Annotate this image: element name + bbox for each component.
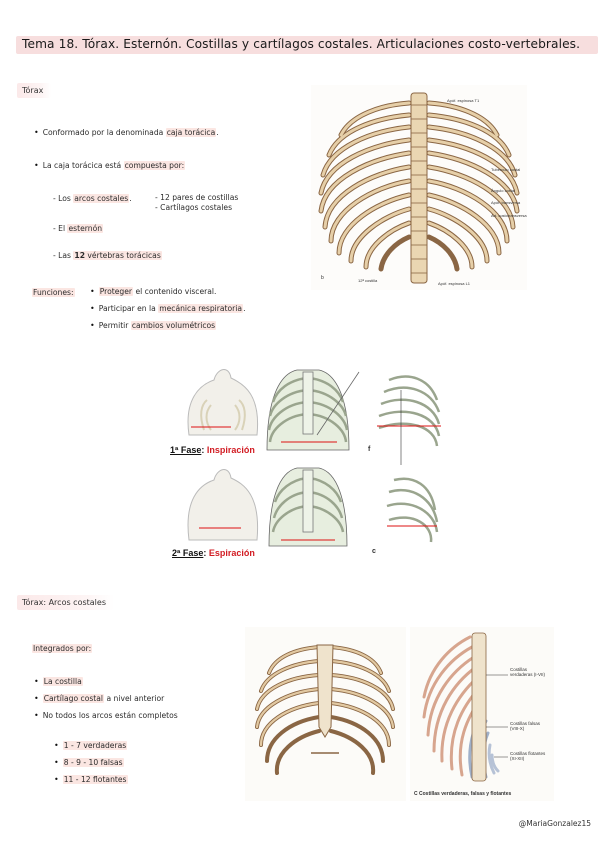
label-falsas: Costillas falsas (VIII-X) <box>510 721 541 731</box>
highlight: mecánica respiratoria <box>158 304 244 313</box>
funciones-label: Funciones: <box>32 288 75 297</box>
figure-letter-c: c <box>372 548 376 555</box>
label-art-costotransversa: Art. costotransversa <box>491 213 527 218</box>
text: Permitir <box>98 321 131 330</box>
ribcage-posterior-illustration <box>318 92 520 284</box>
text: Conformado por la denominada <box>42 128 166 137</box>
text: La caja torácica está <box>42 161 124 170</box>
label-apof-transversa: Apóf. transversa <box>491 200 521 205</box>
lateral-ribs-image: Costillas verdaderas (I-VII) Costillas f… <box>410 627 554 801</box>
author-watermark: @MariaGonzalez15 <box>518 819 591 828</box>
highlight: arcos costales <box>73 194 130 203</box>
section-tag-label: Tórax <box>22 86 44 95</box>
section-tag-torax: Tórax <box>17 83 52 98</box>
highlight: Cartílago costal <box>42 694 105 703</box>
funcion-permitir: Permitir cambios volumétricos <box>90 321 217 330</box>
phase-1-label: 1ª Fase: Inspiración <box>170 445 255 455</box>
label-apof-espinosa-l1: Apóf. espinosa L1 <box>438 281 471 286</box>
separator: : <box>203 548 209 558</box>
text: . <box>243 304 246 313</box>
highlight: caja torácica <box>165 128 217 137</box>
label-verdaderas: Costillas verdaderas (I-VII) <box>510 667 546 677</box>
label-angulo: Ángulo costal <box>491 188 516 193</box>
highlight: Integrados por: <box>32 644 93 653</box>
number: 12 <box>74 251 85 260</box>
item-costilla: La costilla <box>34 677 83 686</box>
section-tag-label: Tórax: Arcos costales <box>22 598 106 607</box>
funcion-proteger: Proteger el contenido visceral. <box>90 287 216 296</box>
lateral-ribs-illustration <box>422 632 508 782</box>
phase-word: Espiración <box>208 548 255 558</box>
text: - Las <box>53 251 74 260</box>
label-tuberculo: Tubérculo costal <box>491 167 521 172</box>
label-flotantes: Costillas flotantes (XI-XII) <box>510 751 546 761</box>
sub-flotantes: 11 - 12 flotantes <box>54 775 128 784</box>
text: el contenido visceral. <box>133 287 217 296</box>
highlight: 8 - 9 - 10 falsas <box>62 758 124 767</box>
title-highlight <box>16 36 598 54</box>
text: - Los <box>53 194 74 203</box>
text: . <box>216 128 219 137</box>
item-arcos-costales: - Los arcos costales. <box>53 194 132 203</box>
integrados-label: Integrados por: <box>32 644 93 653</box>
highlight: La costilla <box>42 677 83 686</box>
sub-verdaderas: 1 - 7 verdaderas <box>54 741 128 750</box>
item-no-todos: No todos los arcos están completos <box>34 711 178 720</box>
label-apof-espinosa-t1: Apóf. espinosa T1 <box>447 98 480 103</box>
label-12-costilla: 12ª costilla <box>358 278 378 283</box>
phase-number: 1ª Fase <box>170 445 202 455</box>
section-tag-arcos: Tórax: Arcos costales <box>17 595 114 610</box>
separator: : <box>201 445 207 455</box>
highlight: esternón <box>67 224 104 233</box>
phase-2-label: 2ª Fase: Espiración <box>172 548 255 558</box>
figure-caption: C Costillas verdaderas, falsas y flotant… <box>414 791 512 797</box>
highlight: 11 - 12 flotantes <box>62 775 128 784</box>
sub-pares-costillas: - 12 pares de costillas <box>155 193 239 202</box>
figure-letter-b: b <box>321 275 324 281</box>
sub-falsas: 8 - 9 - 10 falsas <box>54 758 124 767</box>
text: . <box>129 194 132 203</box>
highlight: 12 vértebras torácicas <box>73 251 162 260</box>
phase-number: 2ª Fase <box>172 548 204 558</box>
figure-letter-f: f <box>368 446 371 453</box>
posterior-thorax-image: Apóf. espinosa T1 Tubérculo costal Ángul… <box>311 85 527 290</box>
page-title: Tema 18. Tórax. Esternón. Costillas y ca… <box>22 37 581 51</box>
bullet-compuesta: La caja torácica está compuesta por: <box>34 161 186 170</box>
breathing-phases-image: 1ª Fase: Inspiración 2ª Fase: Espiración… <box>169 360 444 565</box>
bullet-caja-toracica: Conformado por la denominada caja toráci… <box>34 128 219 137</box>
phase-word: Inspiración <box>206 445 255 455</box>
ribcage-anterior-illustration <box>255 644 395 775</box>
item-cartilago: Cartílago costal a nivel anterior <box>34 694 164 703</box>
item-esternon: - El esternón <box>53 224 104 233</box>
anterior-thorax-image <box>245 627 406 801</box>
text: Participar en la <box>98 304 159 313</box>
highlight: Proteger <box>98 287 134 296</box>
highlight: cambios volumétricos <box>130 321 217 330</box>
sub-cartilagos: - Cartílagos costales <box>155 203 233 212</box>
breathing-illustration <box>187 369 441 547</box>
text: a nivel anterior <box>104 694 165 703</box>
text: vértebras torácicas <box>85 251 161 260</box>
highlight: Funciones: <box>32 288 75 297</box>
highlight: compuesta por: <box>123 161 186 170</box>
highlight: 1 - 7 verdaderas <box>62 741 128 750</box>
funcion-participar: Participar en la mecánica respiratoria. <box>90 304 246 313</box>
text: - El <box>53 224 68 233</box>
item-vertebras: - Las 12 vértebras torácicas <box>53 251 162 260</box>
